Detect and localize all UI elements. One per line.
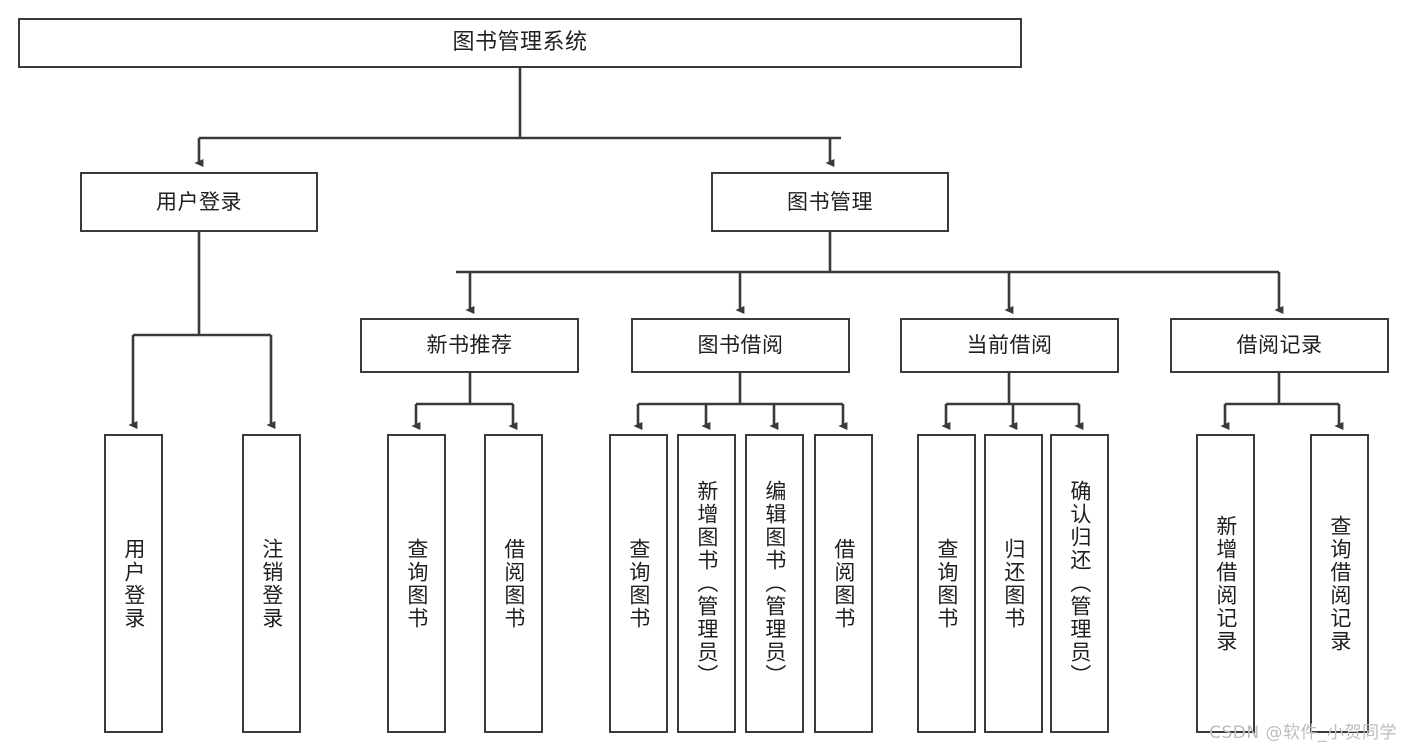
node-book-manage[interactable]: 图书管理 <box>711 172 949 232</box>
node-leaf-query-record[interactable]: 查询借阅记录 <box>1310 434 1369 733</box>
node-borrow-record[interactable]: 借阅记录 <box>1170 318 1389 373</box>
node-borrow-record-label: 借阅记录 <box>1236 333 1323 358</box>
node-leaf-confirm-return-label: 确认归还（管理员） <box>1067 480 1092 687</box>
node-leaf-query-book-1[interactable]: 查询图书 <box>387 434 446 733</box>
node-leaf-query-book-3-label: 查询图书 <box>934 537 959 630</box>
node-leaf-return-book[interactable]: 归还图书 <box>984 434 1043 733</box>
node-leaf-user-login[interactable]: 用户登录 <box>104 434 163 733</box>
node-leaf-user-logout-label: 注销登录 <box>259 537 284 630</box>
node-leaf-query-book-2[interactable]: 查询图书 <box>609 434 668 733</box>
node-leaf-query-book-2-label: 查询图书 <box>626 537 651 630</box>
node-book-borrow[interactable]: 图书借阅 <box>631 318 850 373</box>
node-leaf-add-record-label: 新增借阅记录 <box>1213 514 1238 653</box>
node-leaf-user-logout[interactable]: 注销登录 <box>242 434 301 733</box>
node-new-book-recommend[interactable]: 新书推荐 <box>360 318 579 373</box>
node-leaf-borrow-book-1-label: 借阅图书 <box>501 537 526 630</box>
node-current-borrow-label: 当前借阅 <box>966 333 1053 358</box>
node-leaf-borrow-book-2-label: 借阅图书 <box>831 537 856 630</box>
node-leaf-edit-book[interactable]: 编辑图书（管理员） <box>745 434 804 733</box>
node-leaf-edit-book-label: 编辑图书（管理员） <box>762 480 787 687</box>
node-current-borrow[interactable]: 当前借阅 <box>900 318 1119 373</box>
node-root-label: 图书管理系统 <box>452 30 588 56</box>
node-leaf-borrow-book-1[interactable]: 借阅图书 <box>484 434 543 733</box>
node-user-login[interactable]: 用户登录 <box>80 172 318 232</box>
node-leaf-confirm-return[interactable]: 确认归还（管理员） <box>1050 434 1109 733</box>
node-leaf-return-book-label: 归还图书 <box>1001 537 1026 630</box>
node-leaf-query-record-label: 查询借阅记录 <box>1327 514 1352 653</box>
node-user-login-label: 用户登录 <box>156 189 242 214</box>
node-leaf-query-book-1-label: 查询图书 <box>404 537 429 630</box>
node-new-book-recommend-label: 新书推荐 <box>426 333 513 358</box>
node-leaf-user-login-label: 用户登录 <box>121 537 146 630</box>
node-root[interactable]: 图书管理系统 <box>18 18 1022 68</box>
node-leaf-add-record[interactable]: 新增借阅记录 <box>1196 434 1255 733</box>
node-leaf-borrow-book-2[interactable]: 借阅图书 <box>814 434 873 733</box>
node-leaf-add-book[interactable]: 新增图书（管理员） <box>677 434 736 733</box>
node-book-borrow-label: 图书借阅 <box>697 333 784 358</box>
node-book-manage-label: 图书管理 <box>787 189 873 214</box>
node-leaf-query-book-3[interactable]: 查询图书 <box>917 434 976 733</box>
node-leaf-add-book-label: 新增图书（管理员） <box>694 480 719 687</box>
